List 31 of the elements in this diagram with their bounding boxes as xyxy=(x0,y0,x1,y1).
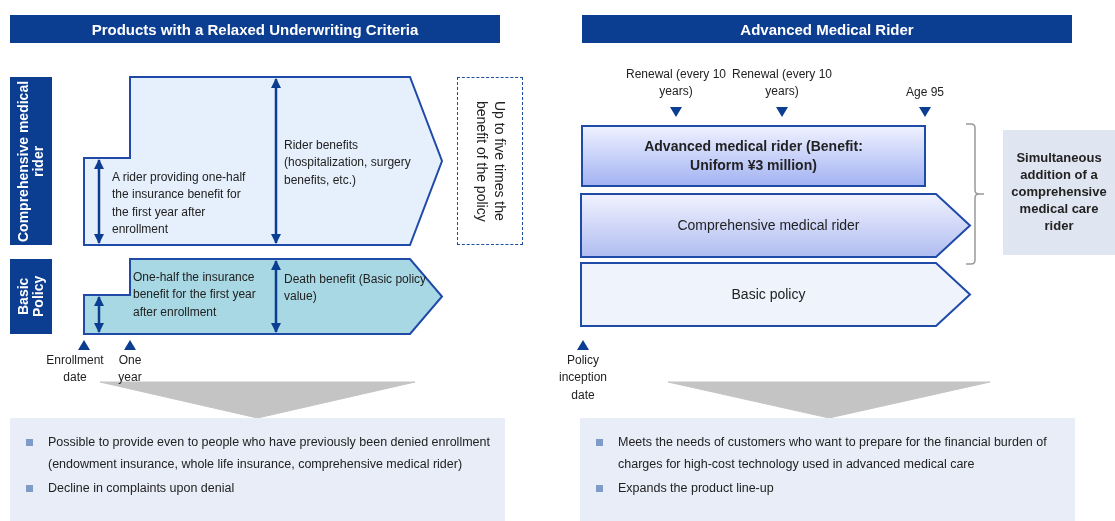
benefit-text: One-half the insurance benefit for the first year after enrollment xyxy=(133,269,257,321)
stepped-arrow-shape xyxy=(84,77,442,245)
arrow-band xyxy=(581,263,970,326)
rider-box: Advanced medical rider (Benefit: Uniform ¥3 million) xyxy=(581,125,926,187)
note-box: Simultaneous addition of a comprehensive medical care rider xyxy=(1003,130,1115,255)
title-bar: Products with a Relaxed Underwriting Criteria xyxy=(10,15,500,43)
timeline-label: Age 95 xyxy=(904,84,945,101)
bullet-text: Possible to provide even to people who have previously been denied enrollment (endowment insurance, whole life insurance, comprehensive medical rider) xyxy=(48,435,490,471)
dashed-note-box: Up to five times the benefit of the policy xyxy=(457,77,523,245)
bullet-panel xyxy=(10,418,505,521)
bullet-text: Decline in complaints upon denial xyxy=(48,480,235,495)
band-label: Basic policy xyxy=(731,285,806,305)
benefit-text: Death benefit (Basic policy value) xyxy=(284,271,428,306)
chevron-arrow xyxy=(667,381,991,419)
timeline-label: Renewal (every 10 years) xyxy=(624,66,728,101)
chevron-arrow xyxy=(99,381,416,419)
benefit-text: Rider benefits (hospitalization, surgery benefits, etc.) xyxy=(284,137,412,189)
timeline-label: Policy inception date xyxy=(557,352,608,404)
band-label: Comprehensive medical rider xyxy=(677,216,860,236)
side-heading-band: Comprehensive medical rider xyxy=(10,77,52,245)
bullet-panel xyxy=(580,418,1075,521)
benefit-text: A rider providing one-half the insurance benefit for the first year after enrollment xyxy=(112,169,247,239)
stepped-arrow-shape xyxy=(84,259,442,334)
arrow-band xyxy=(581,194,970,257)
timeline-label: Renewal (every 10 years) xyxy=(730,66,834,101)
side-heading-band: Basic Policy xyxy=(10,259,52,334)
timeline-label: One year xyxy=(117,352,143,387)
bullet-text: Meets the needs of customers who want to prepare for the financial burden of charges for high-cost technology used in advanced medical care xyxy=(618,435,1047,471)
bullet-text: Expands the product line-up xyxy=(618,480,774,495)
timeline-label: Enrollment date xyxy=(45,352,105,387)
title-bar: Advanced Medical Rider xyxy=(582,15,1072,43)
